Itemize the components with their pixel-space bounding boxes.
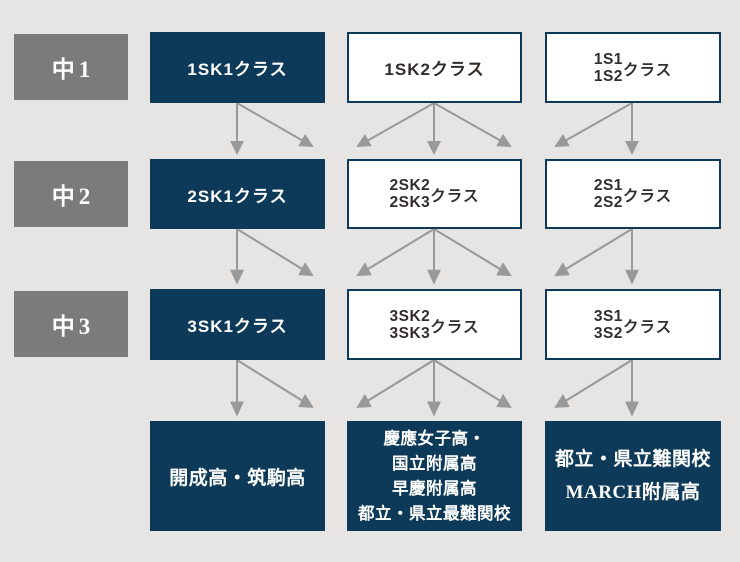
class-stack-labels: 1S1 1S2 (594, 51, 623, 85)
arrow-fan-from-col2 (356, 229, 512, 285)
flow-arrows-row1-to-row2 (230, 103, 639, 155)
class-stack-labels: 2S1 2S2 (594, 177, 623, 211)
class-box-3sk2-3sk3: 3SK2 3SK3 クラス (347, 289, 522, 360)
class-stack-line: 2SK3 (389, 194, 431, 211)
grade-badge-chu2: 中2 (14, 161, 128, 227)
class-box-1sk1: 1SK1クラス (150, 32, 325, 103)
outcome-line: 都立・県立最難関校 (358, 504, 511, 523)
flow-arrows-row3-to-outcomes (230, 360, 639, 417)
class-stack-labels: 2SK2 2SK3 (390, 177, 431, 211)
outcome-line: 国立附属高 (392, 454, 477, 473)
grade-badge-chu1: 中1 (14, 34, 128, 100)
grade-badge-chu3: 中3 (14, 291, 128, 357)
arrow-fan-from-col3 (554, 103, 639, 155)
class-stack-labels: 3S1 3S2 (594, 308, 623, 342)
arrow-fan-from-col1 (230, 229, 314, 285)
class-box-3sk1: 3SK1クラス (150, 289, 325, 360)
class-suffix-label: クラス (430, 318, 480, 336)
arrow-fan-from-col3 (554, 360, 639, 417)
class-stack-line: 2SK2 (389, 177, 431, 194)
class-stack-line: 1S1 (593, 50, 623, 68)
class-stack-line: 3S1 (593, 307, 623, 325)
outcome-line: 早慶附属高 (392, 479, 477, 498)
outcome-line: 都立・県立難関校 (554, 449, 711, 470)
arrow-fan-from-col2 (356, 103, 512, 155)
class-stack-line: 2S1 (593, 177, 623, 194)
arrow-fan-from-col1 (230, 103, 314, 155)
outcome-box-toritsu-nankan-march: 都立・県立難関校 MARCH附属高 (545, 421, 721, 531)
class-stack-line: 3SK2 (389, 307, 431, 325)
class-box-1sk2: 1SK2クラス (347, 32, 522, 103)
class-stack-line: 1S2 (593, 67, 623, 85)
outcome-box-kaisei-tsukukoma: 開成高・筑駒高 (150, 421, 325, 531)
arrow-fan-from-col3 (554, 229, 639, 285)
outcome-line: 開成高・筑駒高 (169, 467, 306, 489)
class-stack-line: 3S2 (593, 324, 623, 342)
class-suffix-label: クラス (622, 188, 673, 205)
flow-arrows-row2-to-row3 (230, 229, 639, 285)
arrow-fan-from-col2 (356, 360, 512, 417)
class-stack-line: 2S2 (593, 194, 623, 211)
class-suffix-label: クラス (430, 188, 480, 205)
class-stack-labels: 3SK2 3SK3 (390, 308, 431, 342)
class-box-2sk1: 2SK1クラス (150, 159, 325, 229)
class-suffix-label: クラス (622, 318, 673, 336)
class-stack-line: 3SK3 (389, 324, 431, 342)
outcome-line: 慶應女子高・ (383, 429, 486, 448)
class-box-2sk2-2sk3: 2SK2 2SK3 クラス (347, 159, 522, 229)
outcome-line: MARCH附属高 (565, 482, 701, 503)
class-box-3s1-3s2: 3S1 3S2 クラス (545, 289, 721, 360)
arrow-fan-from-col1 (230, 360, 314, 417)
class-suffix-label: クラス (622, 61, 673, 79)
outcome-box-keio-kokuritsu-sokei-saizenkan: 慶應女子高・ 国立附属高 早慶附属高 都立・県立最難関校 (347, 421, 522, 531)
class-box-2s1-2s2: 2S1 2S2 クラス (545, 159, 721, 229)
class-box-1s1-1s2: 1S1 1S2 クラス (545, 32, 721, 103)
